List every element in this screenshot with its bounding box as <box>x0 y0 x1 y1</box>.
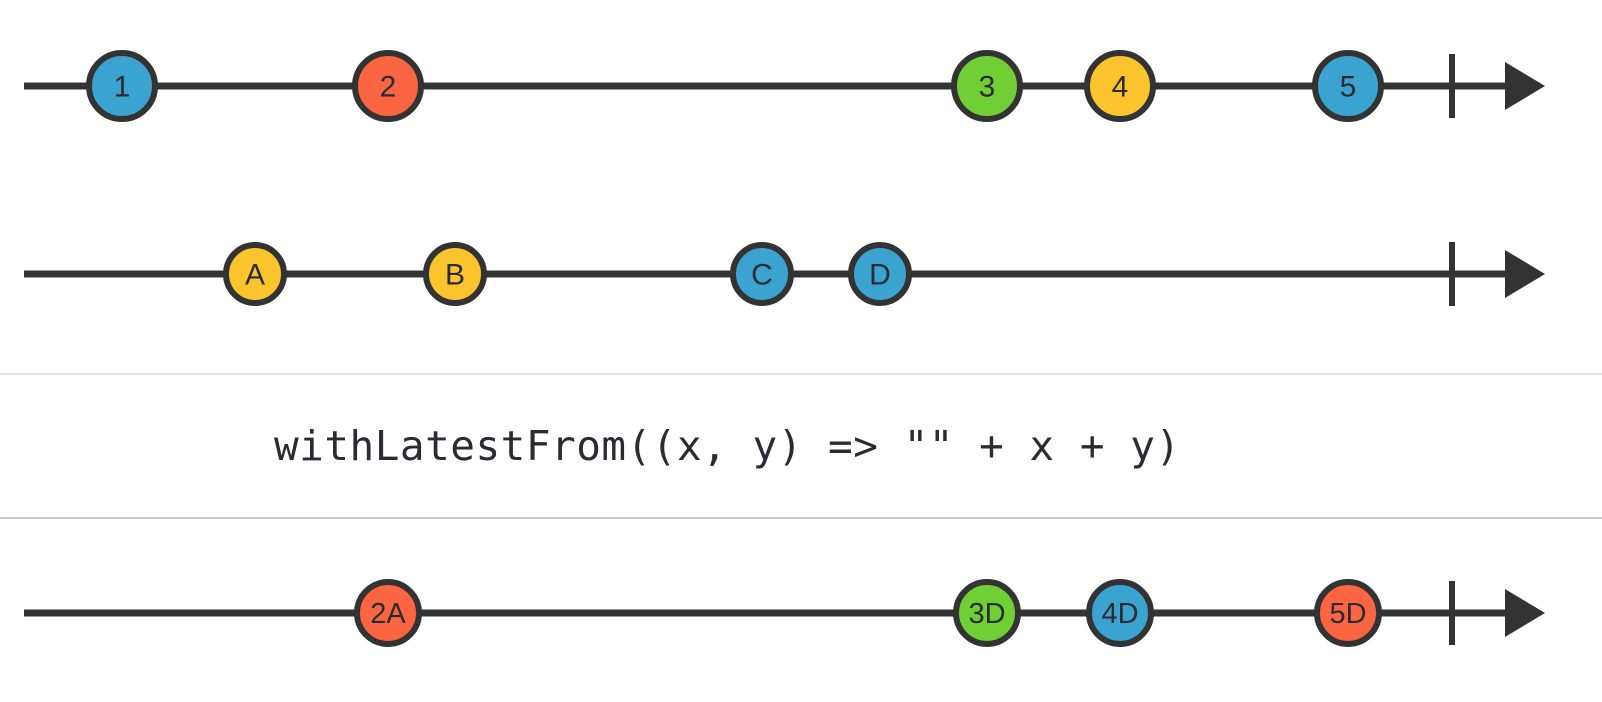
marble-circle[interactable] <box>352 50 424 122</box>
marble-label: 4D <box>1101 598 1138 630</box>
marble-circle[interactable] <box>1084 50 1156 122</box>
marble-label: 1 <box>114 71 131 104</box>
marble-circle[interactable] <box>730 242 794 306</box>
marble-label: B <box>445 259 465 292</box>
timeline-source-svg: 1 2 3 4 5 <box>24 50 1545 122</box>
marble-circle[interactable] <box>953 579 1021 647</box>
marble-label: 5D <box>1329 598 1366 630</box>
marble-circle[interactable] <box>354 579 422 647</box>
marble-label: D <box>869 259 891 292</box>
timeline-output-svg: 2A 3D 4D 5D <box>24 579 1545 647</box>
operator-panel: withLatestFrom((x, y) => "" + x + y) <box>0 373 1602 519</box>
timeline-arrow-icon <box>1505 62 1545 110</box>
operator-expression: withLatestFrom((x, y) => "" + x + y) <box>274 421 1181 470</box>
marble-label: A <box>245 259 265 292</box>
marble-circle[interactable] <box>423 242 487 306</box>
marble[interactable]: 5D <box>1314 579 1382 647</box>
marble-circle[interactable] <box>223 242 287 306</box>
marble-label: 5 <box>1340 71 1357 104</box>
marble[interactable]: 1 <box>86 50 158 122</box>
marble-label: 4 <box>1112 71 1129 104</box>
marble[interactable]: A <box>223 242 287 306</box>
marble[interactable]: 4D <box>1086 579 1154 647</box>
marble[interactable]: 5 <box>1312 50 1384 122</box>
marble-circle[interactable] <box>1086 579 1154 647</box>
marble[interactable]: D <box>848 242 912 306</box>
marble-label: 3D <box>968 598 1005 630</box>
marble[interactable]: 3 <box>951 50 1023 122</box>
marble-circle[interactable] <box>848 242 912 306</box>
marble-label: 2 <box>380 71 397 104</box>
timeline-source-observable: 1 2 3 4 5 <box>0 21 1602 151</box>
marble[interactable]: 2A <box>354 579 422 647</box>
marble[interactable]: 2 <box>352 50 424 122</box>
marble[interactable]: 3D <box>953 579 1021 647</box>
timeline-second-svg: A B C D <box>24 242 1545 306</box>
marble-label: 2A <box>370 598 406 630</box>
timeline-arrow-icon <box>1505 250 1545 298</box>
marble-circle[interactable] <box>1312 50 1384 122</box>
marble-circle[interactable] <box>86 50 158 122</box>
timeline-second-observable: A B C D <box>0 209 1602 339</box>
marble[interactable]: C <box>730 242 794 306</box>
marble-circle[interactable] <box>1314 579 1382 647</box>
marble[interactable]: 4 <box>1084 50 1156 122</box>
marble-label: 3 <box>979 71 996 104</box>
timeline-output-observable: 2A 3D 4D 5D <box>0 548 1602 678</box>
timeline-arrow-icon <box>1505 589 1545 637</box>
marble-circle[interactable] <box>951 50 1023 122</box>
marble[interactable]: B <box>423 242 487 306</box>
marble-label: C <box>751 259 773 292</box>
